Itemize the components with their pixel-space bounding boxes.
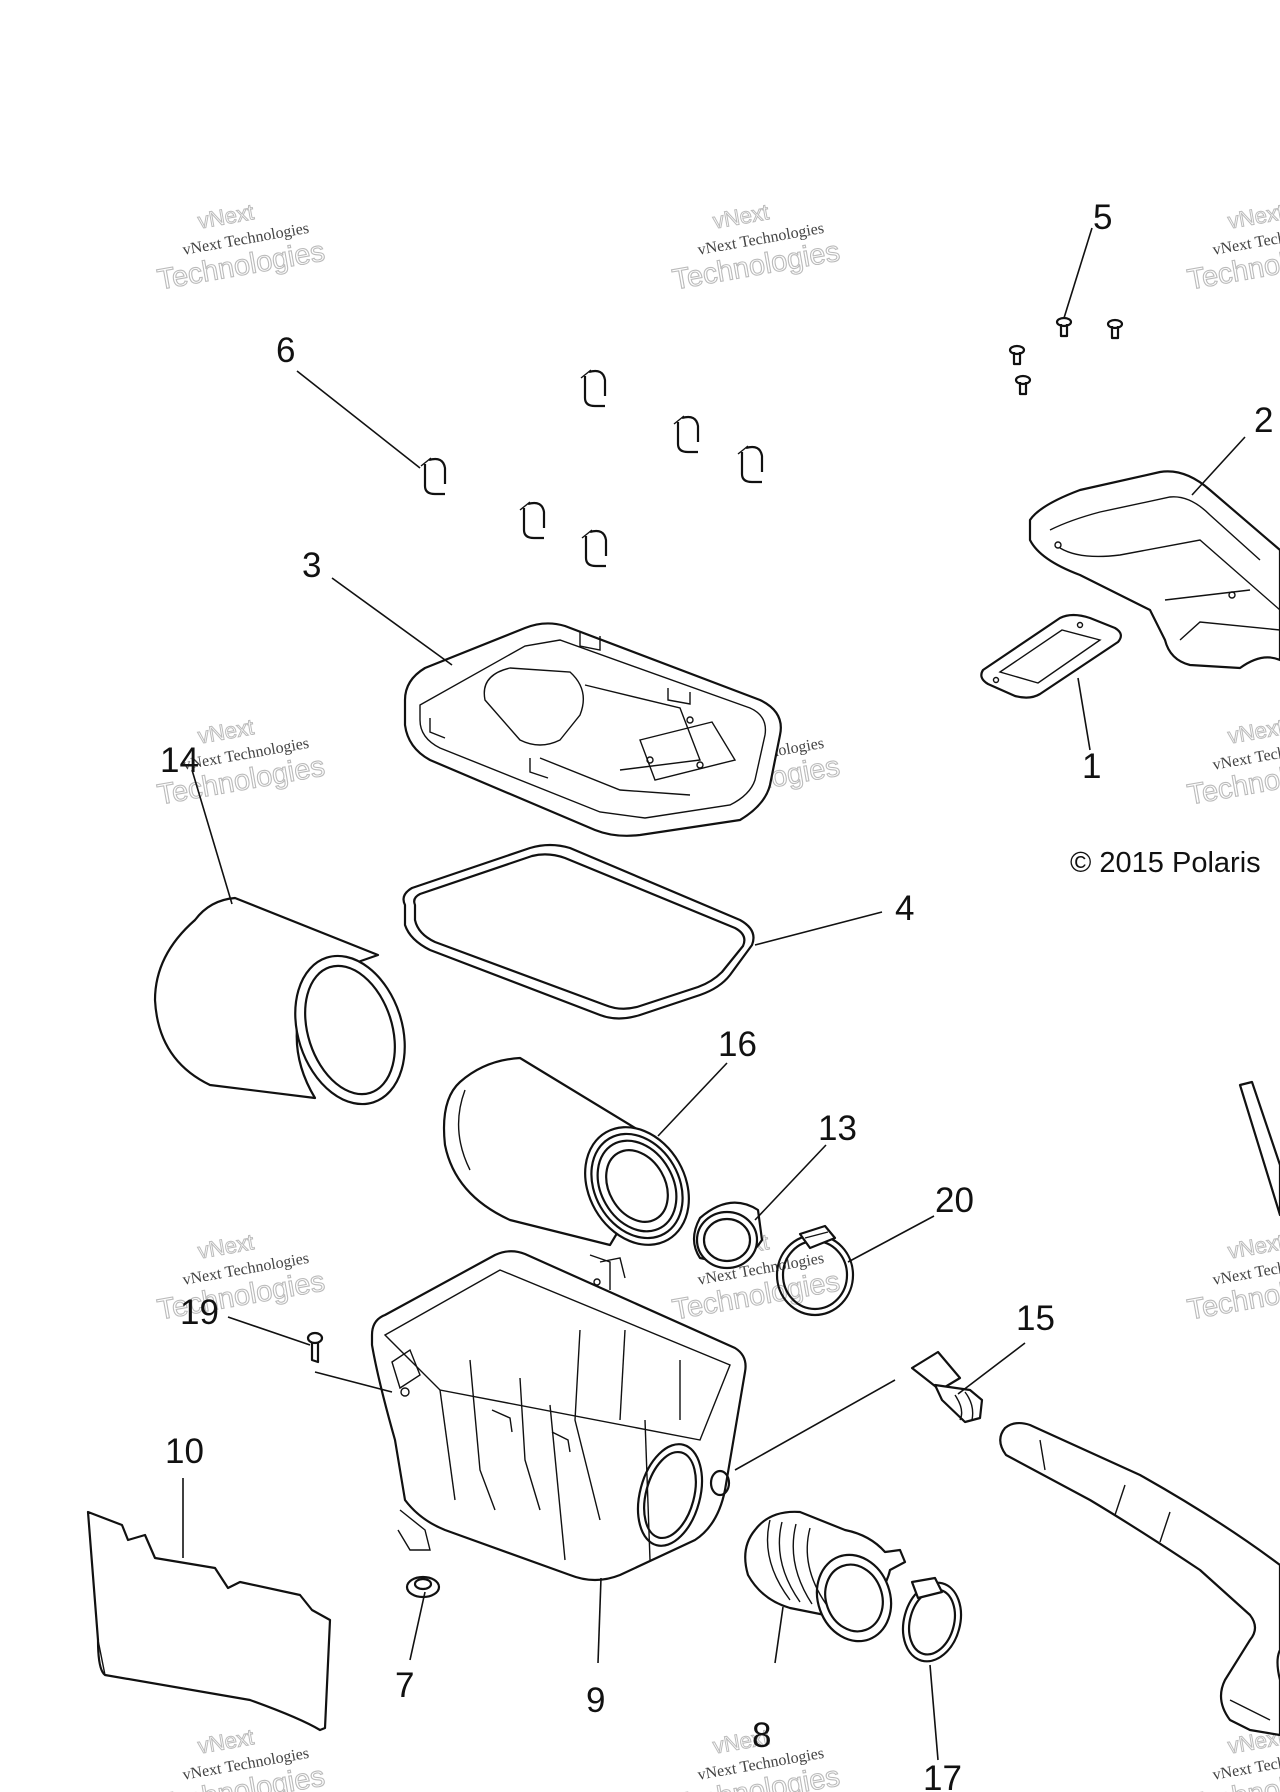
callout-7: 7 xyxy=(395,1666,414,1705)
part-4-seal xyxy=(402,843,755,1020)
watermark-line0: vNext xyxy=(196,1229,256,1263)
watermark: vNext vNext Technologies Technologies xyxy=(1184,1229,1280,1327)
callout-8: 8 xyxy=(752,1716,771,1755)
watermark-line0: vNext xyxy=(1226,199,1280,233)
breather-hose xyxy=(999,1421,1280,1737)
watermark-line0: vNext xyxy=(196,714,256,748)
callout-15: 15 xyxy=(1016,1299,1055,1338)
watermark: vNext vNext Technologies Technologies xyxy=(1184,714,1280,812)
part-9-airbox-base xyxy=(370,1250,747,1582)
part-1-gasket xyxy=(980,613,1122,699)
watermark: vNext vNext Technologies Technologies xyxy=(154,1724,327,1792)
callout-13: 13 xyxy=(818,1109,857,1148)
watermark: vNext vNext Technologies Technologies xyxy=(154,1229,327,1327)
leader-lines xyxy=(182,227,1246,1761)
dipstick-rod xyxy=(1238,1080,1280,1217)
part-3-airbox-cover xyxy=(403,622,782,837)
callout-19: 19 xyxy=(180,1293,219,1332)
part-5-screws xyxy=(1008,316,1124,396)
watermark-line0: vNext xyxy=(196,199,256,233)
callout-labels: 5 2 6 3 1 4 14 16 13 20 15 19 10 7 9 8 1… xyxy=(160,198,1273,1792)
part-15-fitting xyxy=(910,1350,984,1424)
callout-17: 17 xyxy=(923,1759,962,1792)
callout-14: 14 xyxy=(160,741,199,780)
part-14-filter-sleeve xyxy=(153,896,406,1106)
part-19-screw xyxy=(306,1331,324,1364)
callout-3: 3 xyxy=(302,546,321,585)
part-17-hose-clamp xyxy=(901,1576,963,1663)
watermark: vNext vNext Technologies Technologies xyxy=(1184,199,1280,297)
part-13-coupler xyxy=(692,1201,764,1270)
watermark-line0: vNext xyxy=(1226,714,1280,748)
watermark: vNext vNext Technologies Technologies xyxy=(154,199,327,297)
part-10-shield xyxy=(86,1510,332,1732)
part-8-intake-boot xyxy=(744,1510,907,1643)
part-2-intake-duct xyxy=(1028,470,1280,670)
callout-2: 2 xyxy=(1254,401,1273,440)
part-6-clips xyxy=(420,369,764,568)
callout-6: 6 xyxy=(276,331,295,370)
callout-5: 5 xyxy=(1093,198,1112,237)
watermark: vNext vNext Technologies Technologies xyxy=(669,199,842,297)
callout-9: 9 xyxy=(586,1681,605,1720)
callout-1: 1 xyxy=(1082,747,1101,786)
callout-10: 10 xyxy=(165,1432,204,1471)
callout-4: 4 xyxy=(895,889,914,928)
watermark-line0: vNext xyxy=(711,199,771,233)
watermark-line0: vNext xyxy=(1226,1229,1280,1263)
callout-16: 16 xyxy=(718,1025,757,1064)
part-16-air-filter xyxy=(442,1056,690,1247)
watermark-line0: vNext xyxy=(196,1724,256,1758)
part-20-hose-clamp xyxy=(775,1224,855,1317)
part-7-grommet xyxy=(405,1575,441,1599)
copyright-notice: © 2015 Polaris xyxy=(1070,847,1261,879)
callout-20: 20 xyxy=(935,1181,974,1220)
